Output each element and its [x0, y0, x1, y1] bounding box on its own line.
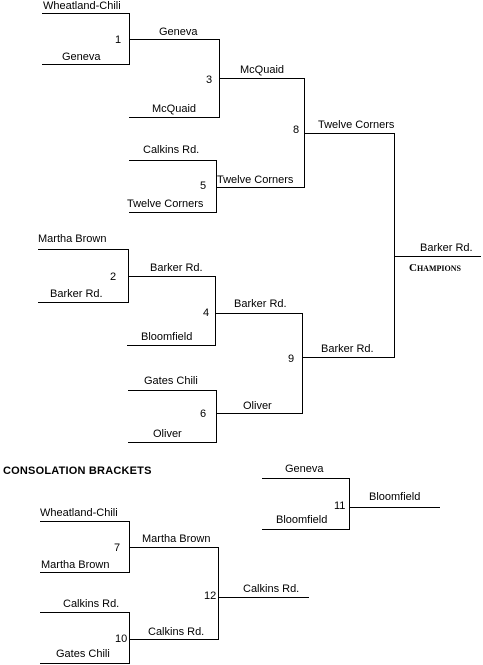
g9-top-team: Barker Rd. — [234, 298, 287, 310]
g4-game-number: 4 — [203, 307, 210, 319]
game-5-bracket — [129, 160, 217, 213]
g7-bottom-team: Martha Brown — [41, 559, 110, 571]
g9-bottom-team: Oliver — [243, 400, 272, 412]
g10-bottom-team: Gates Chili — [56, 648, 110, 660]
g6-game-number: 6 — [200, 408, 207, 420]
g1-bottom-team: Geneva — [62, 51, 101, 63]
g10-game-number: 10 — [115, 633, 128, 645]
consolation-heading: CONSOLATION BRACKETS — [3, 465, 152, 477]
g3-game-number: 3 — [206, 74, 213, 86]
g4-bottom-team: Bloomfield — [141, 331, 193, 343]
g12-bottom-team: Calkins Rd. — [148, 626, 205, 638]
g3-top-team: Geneva — [159, 26, 198, 38]
game-8-bracket — [216, 78, 305, 188]
g2-top-team: Martha Brown — [38, 233, 107, 245]
champions-label: Champions — [409, 262, 461, 274]
game-10-bracket — [40, 612, 130, 664]
g2-bottom-team: Barker Rd. — [50, 288, 103, 300]
g6-top-team: Gates Chili — [144, 375, 198, 387]
g8-bottom-team: Twelve Corners — [217, 174, 294, 186]
g9-game-number: 9 — [288, 353, 295, 365]
champion-team: Barker Rd. — [420, 242, 473, 254]
g5-bottom-team: Twelve Corners — [127, 198, 204, 210]
g1-game-number: 1 — [115, 34, 122, 46]
g12-winner: Calkins Rd. — [243, 583, 300, 595]
game-6-bracket — [128, 390, 217, 443]
g11-winner: Bloomfield — [369, 491, 421, 503]
final-bracket — [302, 133, 395, 358]
g3-bottom-team: McQuaid — [152, 103, 197, 115]
g4-top-team: Barker Rd. — [150, 262, 203, 274]
g10-top-team: Calkins Rd. — [63, 598, 120, 610]
g1-top-team: Wheatland-Chili — [43, 0, 121, 12]
g7-top-team: Wheatland-Chili — [40, 507, 118, 519]
g5-game-number: 5 — [200, 180, 207, 192]
final-top-team: Twelve Corners — [318, 119, 395, 131]
g8-top-team: McQuaid — [240, 64, 285, 76]
g11-bottom-team: Bloomfield — [276, 514, 328, 526]
g7-game-number: 7 — [114, 542, 121, 554]
g5-top-team: Calkins Rd. — [143, 144, 200, 156]
g2-game-number: 2 — [110, 271, 117, 283]
g12-top-team: Martha Brown — [142, 533, 211, 545]
game-9-bracket — [215, 313, 303, 414]
g6-bottom-team: Oliver — [153, 428, 182, 440]
g11-top-team: Geneva — [285, 463, 324, 475]
game-12-bracket — [129, 547, 219, 640]
g12-game-number: 12 — [204, 590, 217, 602]
game-11-bracket — [262, 478, 350, 530]
g8-game-number: 8 — [293, 124, 300, 136]
g11-game-number: 11 — [334, 500, 346, 512]
game-4-bracket — [127, 276, 216, 346]
final-bottom-team: Barker Rd. — [321, 343, 374, 355]
